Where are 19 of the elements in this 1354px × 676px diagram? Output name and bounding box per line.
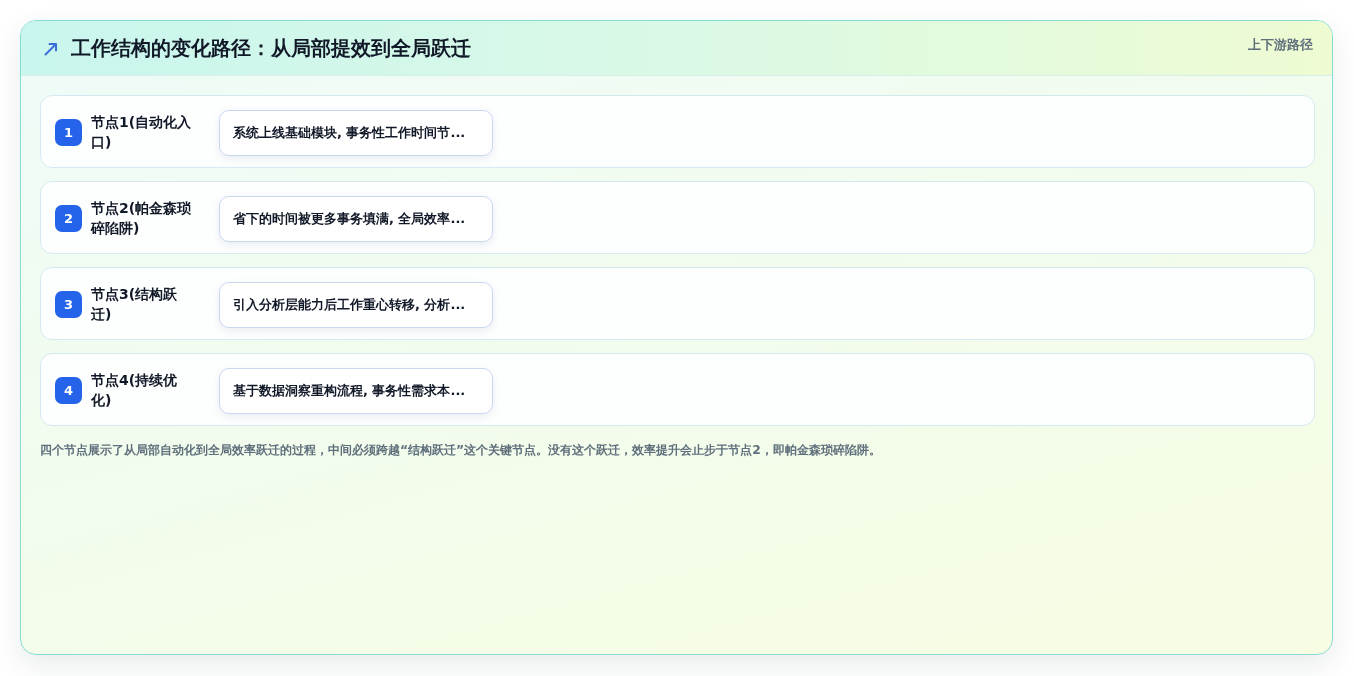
node-title: 节点3(结构跃迁): [91, 284, 179, 324]
node-title: 节点4(持续优化): [91, 370, 179, 410]
number-badge: 2: [55, 205, 82, 232]
number-badge: 4: [55, 377, 82, 404]
description-box: 系统上线基础模块, 事务性工作时间节...: [219, 110, 493, 156]
node-title: 节点2(帕金森琐碎陷阱): [91, 198, 193, 238]
row-card: [40, 181, 1315, 254]
title: 工作结构的变化路径：从局部提效到全局跃迁: [71, 36, 471, 62]
node-title: 节点1(自动化入口): [91, 112, 193, 152]
row-card: [40, 267, 1315, 340]
row-card: [40, 353, 1315, 426]
number-badge: 1: [55, 119, 82, 146]
caption: 四个节点展示了从局部自动化到全局效率跃迁的过程，中间必须跨越“结构跃迁”这个关键节点。没有这个跃迁，效率提升会止步于节点2，即帕金森琐碎陷阱。: [40, 442, 881, 459]
description-box: 基于数据洞察重构流程, 事务性需求本...: [219, 368, 493, 414]
tag-label: 上下游路径: [1248, 36, 1313, 54]
description-box: 引入分析层能力后工作重心转移, 分析...: [219, 282, 493, 328]
row-card: [40, 95, 1315, 168]
number-badge: 3: [55, 291, 82, 318]
description-box: 省下的时间被更多事务填满, 全局效率...: [219, 196, 493, 242]
